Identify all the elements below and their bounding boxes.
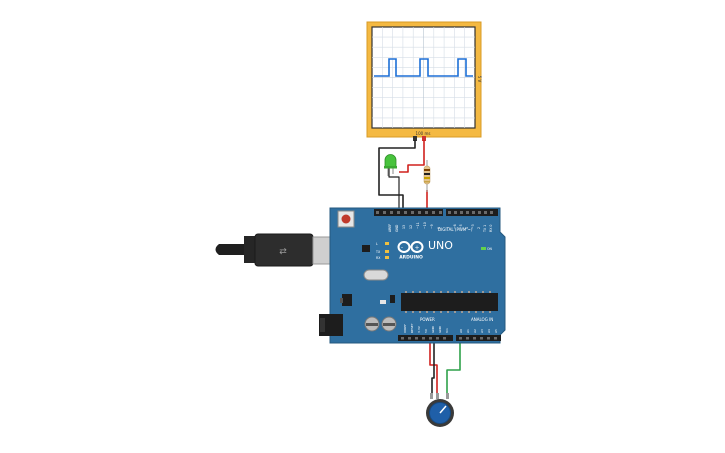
- oscilloscope-time-label: 100 ms: [416, 131, 431, 136]
- pin-label-vin: Vin: [445, 328, 449, 333]
- crystal: [363, 269, 389, 281]
- digital-header-label: DIGITAL (PWM ~): [438, 227, 473, 232]
- arduino-logo-icon: [397, 241, 424, 253]
- pin-label-3: ~3: [471, 224, 475, 229]
- board-model: UNO: [428, 239, 453, 252]
- oscilloscope-terminal-positive[interactable]: [422, 136, 426, 141]
- oscilloscope-trace: [374, 58, 473, 77]
- led-label-rx: RX: [376, 256, 381, 260]
- wires: [378, 140, 461, 395]
- analog-header: [456, 335, 501, 341]
- usb-icon: ⇄: [279, 247, 287, 257]
- svg-text:–: –: [401, 245, 404, 251]
- resistor[interactable]: [423, 160, 431, 192]
- oscilloscope-volt-label: 5 V: [477, 76, 482, 83]
- power-header: [398, 335, 453, 341]
- wire-green-pot: [446, 338, 461, 395]
- power-header-label: POWER: [420, 317, 435, 322]
- pin-label-a3: A3: [480, 329, 484, 333]
- pin-label-a2: A2: [473, 329, 477, 333]
- pin-label-12: 12: [409, 225, 413, 229]
- led-label-l: L: [376, 242, 378, 246]
- wire-red-scope: [399, 140, 425, 173]
- pin-label-4: 4: [465, 227, 469, 229]
- pin-label-3v3: 3.3V: [417, 325, 421, 333]
- wire-black-pot: [431, 338, 435, 395]
- svg-text:+: +: [414, 245, 419, 252]
- pin-label-9: ~9: [430, 224, 434, 229]
- oscilloscope-grid: [372, 27, 475, 128]
- oscilloscope-terminal-negative[interactable]: [413, 136, 417, 141]
- pin-label-tx: TX 1: [483, 225, 487, 233]
- led-label-tx: TX: [375, 250, 381, 254]
- pin-label-11: ~11: [416, 222, 420, 229]
- potentiometer[interactable]: [426, 393, 454, 427]
- usb-cable[interactable]: ⇄: [215, 233, 336, 267]
- usb-chip: [362, 245, 370, 252]
- pin-label-5v: 5V: [424, 328, 428, 333]
- power-led: [481, 247, 486, 250]
- pin-label-a5: A5: [494, 329, 498, 333]
- wire-black-led: [378, 140, 416, 210]
- pin-label-5: ~5: [459, 224, 463, 229]
- pin-label-gnd1: GND: [431, 325, 435, 333]
- pin-label-7: 7: [447, 227, 451, 229]
- analog-header-label: ANALOG IN: [471, 317, 493, 322]
- arduino-logo-text: ARDUINO: [399, 255, 423, 261]
- oscilloscope[interactable]: 100 ms 5 V: [366, 21, 482, 141]
- pin-label-a0: A0: [459, 329, 463, 333]
- pin-label-a4: A4: [487, 329, 491, 333]
- pin-label-rx: RX 0: [489, 225, 493, 232]
- capacitors: [364, 316, 397, 332]
- power-led-label: ON: [487, 247, 493, 251]
- pin-label-6: ~6: [453, 224, 457, 229]
- arduino-uno-board[interactable]: AREF GND 13 12 ~11 ~10 ~9 8 7 ~6 ~5 4 ~3…: [319, 207, 506, 344]
- pin-label-2: 2: [477, 227, 481, 229]
- pin-label-a1: A1: [466, 329, 470, 333]
- atmega-chip: [401, 293, 498, 311]
- digital-header-left: [374, 209, 443, 216]
- pin-label-ioref: IOREF: [403, 324, 407, 333]
- pin-label-reset: RESET: [410, 323, 414, 333]
- wire-led-cathode: [388, 168, 400, 210]
- led-green[interactable]: [384, 154, 397, 177]
- pin-label-13: 13: [402, 225, 406, 229]
- pin-label-gnd: GND: [395, 224, 399, 232]
- voltage-regulator: [342, 294, 352, 306]
- pin-label-aref: AREF: [388, 224, 392, 232]
- pin-label-10: ~10: [423, 222, 427, 229]
- pin-label-gnd2: GND: [438, 325, 442, 333]
- pin-label-8: 8: [437, 227, 441, 229]
